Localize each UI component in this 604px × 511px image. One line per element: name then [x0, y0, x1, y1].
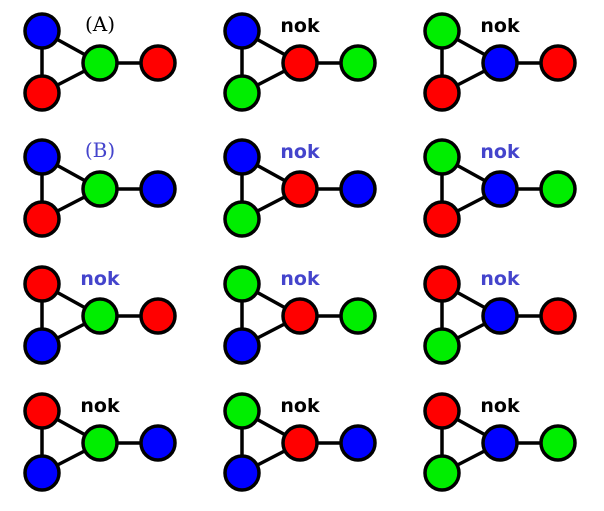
graph-10: nok	[23, 392, 177, 492]
graph-node-right-blue	[139, 424, 177, 462]
graph-node-right-red	[539, 44, 577, 82]
graph-node-right-blue	[339, 170, 377, 208]
graph-7: nok	[23, 265, 177, 365]
graph-node-center-red	[281, 170, 319, 208]
graph-label: nok	[480, 268, 520, 290]
graph-node-center-red	[281, 44, 319, 82]
graph-node-right-blue	[339, 424, 377, 462]
graph-node-bottom-red	[23, 74, 61, 112]
graph-label: nok	[480, 395, 520, 417]
graph-node-right-green	[539, 424, 577, 462]
graph-6: nok	[423, 138, 577, 238]
graph-node-bottom-red	[23, 200, 61, 238]
graph-5: nok	[223, 138, 377, 238]
graph-node-bottom-red	[423, 74, 461, 112]
graph-node-right-green	[339, 44, 377, 82]
graph-label: nok	[80, 395, 120, 417]
graph-node-bottom-green	[223, 200, 261, 238]
graph-node-right-green	[539, 170, 577, 208]
graph-node-right-red	[139, 44, 177, 82]
graph-node-center-green	[81, 44, 119, 82]
graph-label: nok	[280, 395, 320, 417]
graph-node-top-red	[23, 265, 61, 303]
graph-node-bottom-blue	[223, 327, 261, 365]
graph-label: nok	[80, 268, 120, 290]
graph-node-top-blue	[223, 12, 261, 50]
graph-node-right-red	[139, 297, 177, 335]
graph-node-bottom-green	[223, 74, 261, 112]
graph-node-bottom-red	[423, 200, 461, 238]
graph-node-bottom-green	[423, 327, 461, 365]
graph-node-center-green	[81, 170, 119, 208]
graph-node-bottom-blue	[23, 454, 61, 492]
graph-node-right-blue	[139, 170, 177, 208]
graph-node-center-red	[281, 297, 319, 335]
graph-node-right-red	[539, 297, 577, 335]
graph-node-center-blue	[481, 424, 519, 462]
graph-label: (B)	[85, 138, 115, 162]
graph-node-top-green	[423, 12, 461, 50]
graph-label: nok	[480, 15, 520, 37]
graph-node-top-blue	[223, 138, 261, 176]
graph-node-bottom-blue	[223, 454, 261, 492]
graph-node-center-blue	[481, 170, 519, 208]
graph-9: nok	[423, 265, 577, 365]
graph-label: (A)	[85, 12, 115, 36]
graph-node-center-green	[81, 424, 119, 462]
graph-node-center-blue	[481, 297, 519, 335]
graph-label: nok	[280, 268, 320, 290]
graph-node-top-blue	[23, 12, 61, 50]
graph-node-center-blue	[481, 44, 519, 82]
graph-node-top-green	[423, 138, 461, 176]
graph-2: nok	[223, 12, 377, 112]
graph-node-bottom-green	[423, 454, 461, 492]
graph-node-bottom-blue	[23, 327, 61, 365]
graph-label: nok	[280, 15, 320, 37]
graph-11: nok	[223, 392, 377, 492]
graph-node-center-green	[81, 297, 119, 335]
graph-3: nok	[423, 12, 577, 112]
graph-node-top-green	[223, 265, 261, 303]
graph-node-top-blue	[23, 138, 61, 176]
graph-8: nok	[223, 265, 377, 365]
graph-1: (A)	[23, 12, 177, 112]
graph-node-top-red	[23, 392, 61, 430]
graph-node-top-green	[223, 392, 261, 430]
graph-node-center-red	[281, 424, 319, 462]
graph-node-top-red	[423, 392, 461, 430]
graph-label: nok	[480, 141, 520, 163]
graph-12: nok	[423, 392, 577, 492]
graph-node-top-red	[423, 265, 461, 303]
graph-label: nok	[280, 141, 320, 163]
graph-node-right-green	[339, 297, 377, 335]
graph-4: (B)	[23, 138, 177, 238]
